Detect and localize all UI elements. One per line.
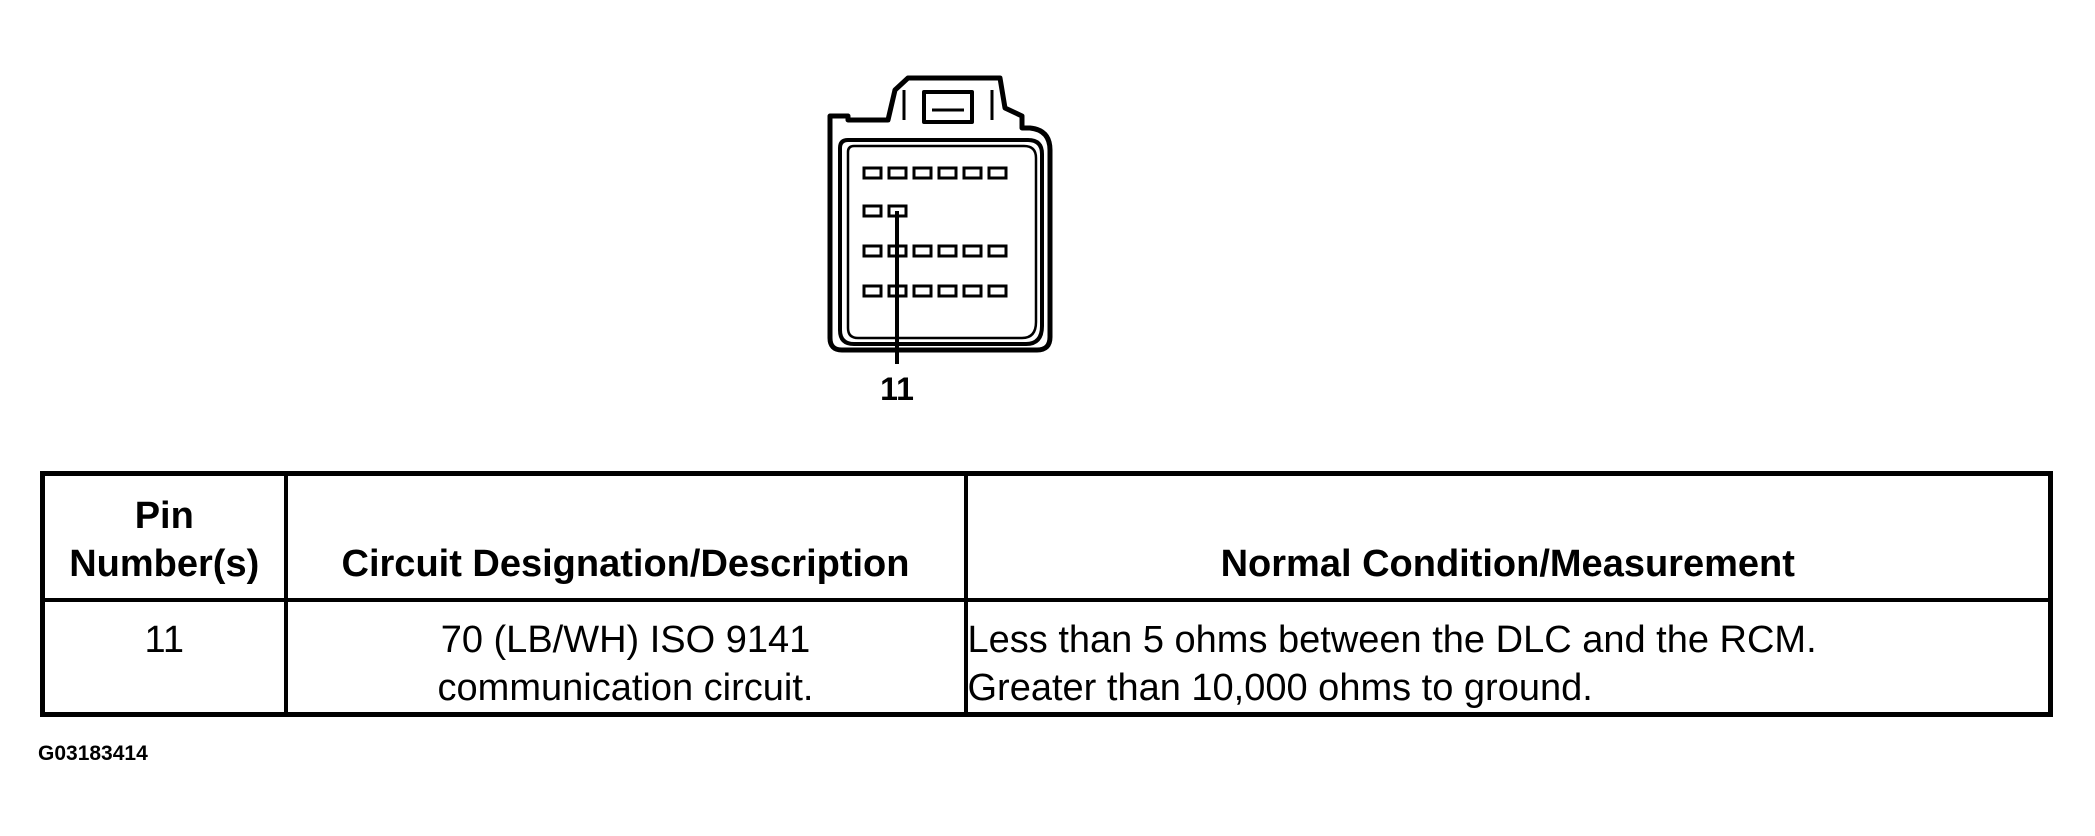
connector-housing-inner-line: [846, 144, 1038, 340]
condition-line1: Less than 5 ohms between the DLC and the…: [967, 619, 1817, 661]
pin-cavity: [987, 166, 1008, 180]
header-normal-condition: Normal Condition/Measurement: [963, 471, 2053, 602]
cell-pin-number: 11: [40, 598, 288, 717]
header-circuit-designation: Circuit Designation/Description: [283, 471, 968, 602]
pin-cavity: [887, 166, 908, 180]
pin-cavity: [862, 284, 883, 298]
connector-latch: [922, 90, 974, 124]
pin-cavity: [912, 284, 933, 298]
pin-cavity: [937, 166, 958, 180]
condition-line2: Greater than 10,000 ohms to ground.: [967, 667, 1593, 709]
connector-face-diagram: 11: [827, 75, 1053, 407]
pin-cavity: [862, 166, 883, 180]
pin-cavity: [912, 166, 933, 180]
header-pin-number: Pin Number(s): [40, 471, 288, 602]
pin-cavity: [912, 244, 933, 258]
cell-circuit-description: 70 (LB/WH) ISO 9141 communication circui…: [283, 598, 968, 717]
pin-cavity: [862, 244, 883, 258]
pin-cavity: [962, 166, 983, 180]
pin-callout-label: 11: [880, 371, 914, 407]
pin-specification-table: Pin Number(s) Circuit Designation/Descri…: [40, 471, 2053, 717]
pin-cavity: [987, 284, 1008, 298]
pin-cavity: [862, 204, 883, 218]
pin-cavity: [962, 244, 983, 258]
figure-id-label: G03183414: [38, 742, 148, 765]
pin-cavity: [987, 244, 1008, 258]
header-pin-line2: Number(s): [69, 543, 260, 585]
table-header-row: Pin Number(s) Circuit Designation/Descri…: [40, 471, 2053, 602]
circuit-line1: 70 (LB/WH) ISO 9141: [440, 619, 811, 661]
pin-cavity: [962, 284, 983, 298]
connector-housing-outer: [827, 75, 1053, 353]
pin-cavity: [937, 244, 958, 258]
header-pin-line1: Pin: [134, 495, 194, 537]
table-row: 11 70 (LB/WH) ISO 9141 communication cir…: [40, 598, 2053, 717]
cell-normal-condition: Less than 5 ohms between the DLC and the…: [963, 598, 2053, 717]
circuit-line2: communication circuit.: [437, 667, 814, 709]
pin-cavity-grid: [862, 166, 1008, 298]
pin-cavity: [937, 284, 958, 298]
connector-housing-inner: [838, 138, 1044, 346]
